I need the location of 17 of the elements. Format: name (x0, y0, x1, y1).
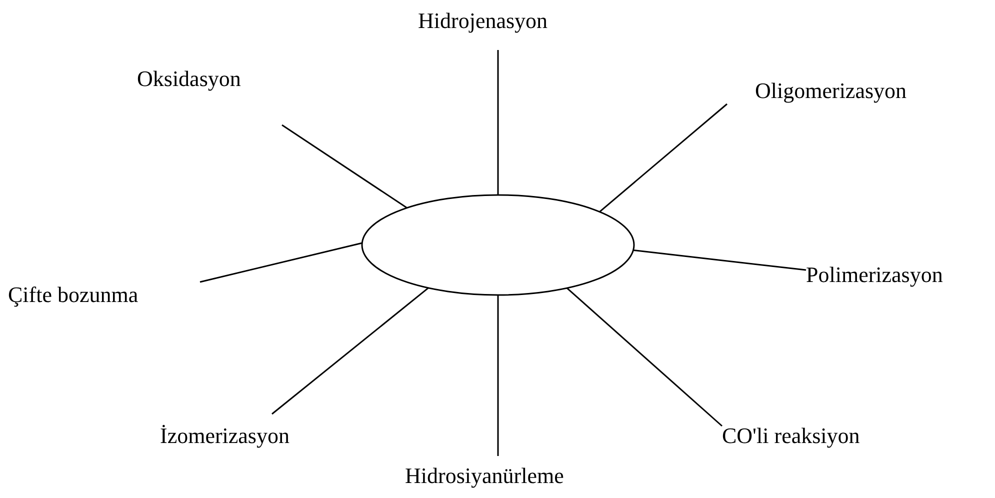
connector-line (633, 249, 806, 271)
reaction-label: Polimerizasyon (806, 262, 943, 288)
connector-line (497, 295, 499, 456)
connector-line (272, 287, 429, 415)
reaction-label: İzomerizasyon (160, 423, 290, 449)
reaction-label: Oligomerizasyon (755, 78, 907, 104)
connector-line (566, 288, 722, 427)
reaction-label: Oksidasyon (137, 66, 241, 92)
connector-line (599, 103, 728, 212)
ellipse-shape (361, 194, 635, 296)
connector-line (282, 124, 408, 208)
reaction-label: Çifte bozunma (8, 282, 138, 308)
reaction-label: Hidrosiyanürleme (405, 463, 564, 489)
reaction-label: Hidrojenasyon (418, 8, 548, 34)
connector-line (497, 50, 499, 195)
connector-line (200, 242, 362, 283)
reaction-label: CO'li reaksiyon (722, 423, 860, 449)
